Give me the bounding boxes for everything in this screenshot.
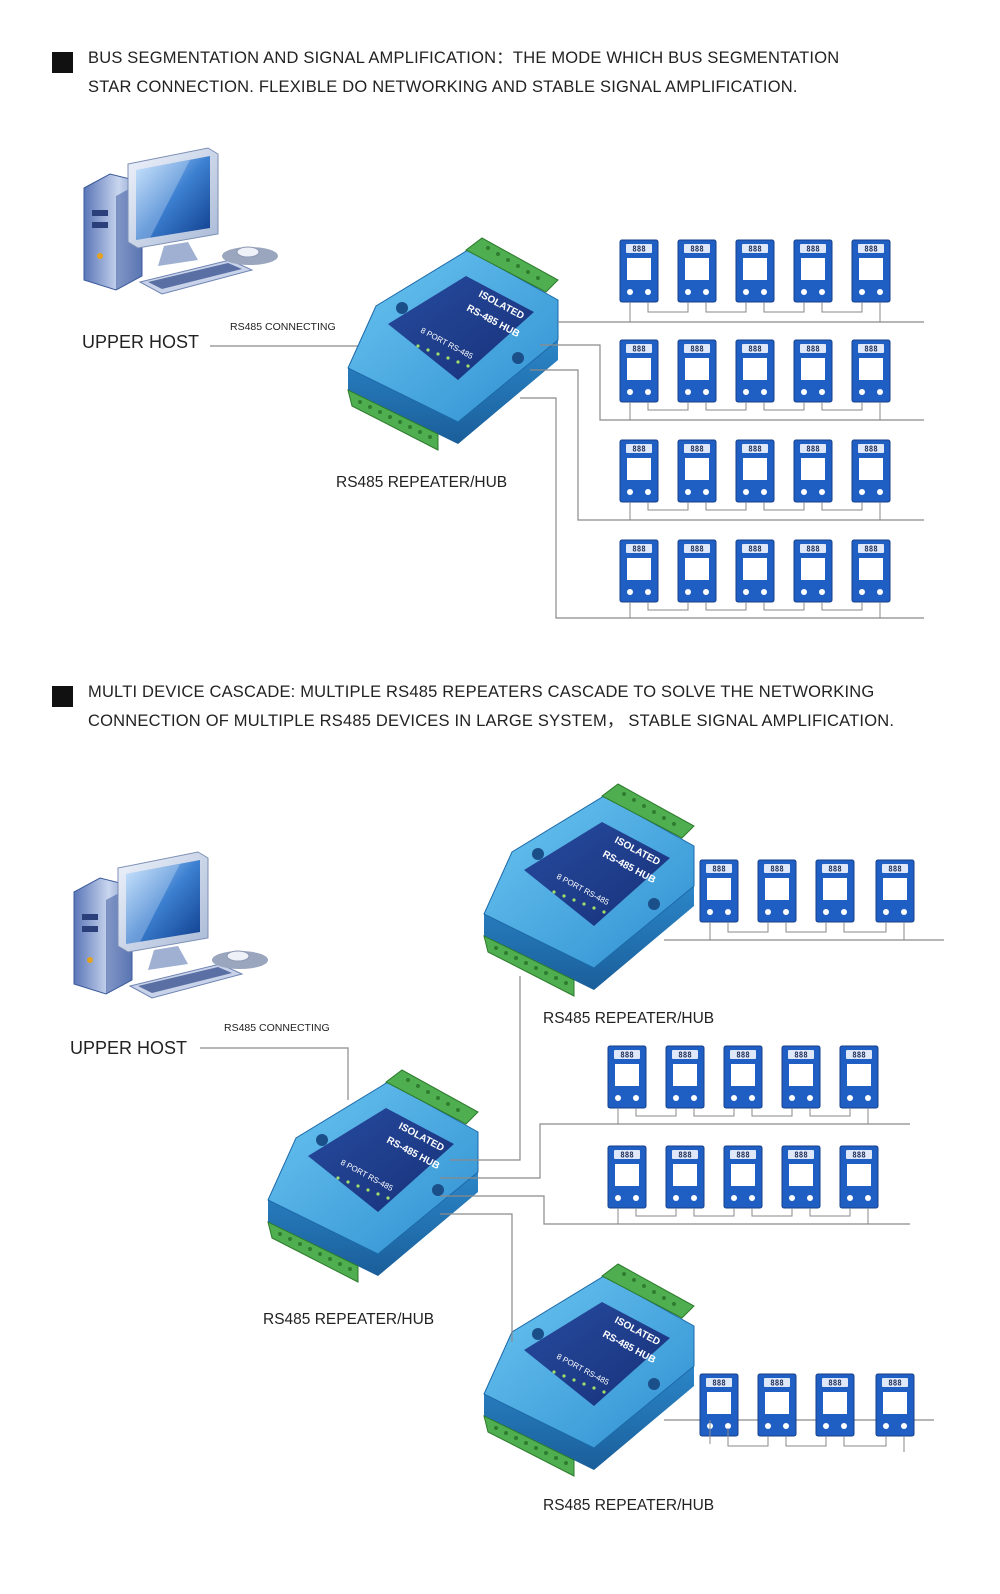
section-2-heading: MULTI DEVICE CASCADE: MULTIPLE RS485 REP… xyxy=(52,678,952,736)
upper-host-label: UPPER HOST xyxy=(82,332,200,352)
host-to-hub-wire xyxy=(200,1047,349,1100)
upper-host-computer-icon xyxy=(73,851,269,999)
section-2-heading-line-1: MULTI DEVICE CASCADE: MULTIPLE RS485 REP… xyxy=(88,683,875,701)
section-2-diagram: ISOLATED RS-485 HUB 8 PORT RS-485 ISOLAT… xyxy=(73,783,944,1477)
section-1-diagram: ISOLATED RS-485 HUB 8 PORT RS-485 xyxy=(83,147,924,619)
rs485-hub-device: ISOLATED RS-485 HUB 8 PORT RS-485 xyxy=(347,237,559,451)
bullet-square-icon xyxy=(52,686,73,707)
meter-row-middle-2 xyxy=(607,1145,879,1209)
rs485-hub-bottom-label: RS485 REPEATER/HUB xyxy=(543,1497,715,1514)
upper-host-label: UPPER HOST xyxy=(70,1038,188,1058)
upper-host-computer-icon xyxy=(83,147,279,295)
section-1-heading-line-2: STAR CONNECTION. FLEXIBLE DO NETWORKING … xyxy=(88,78,798,96)
meter-row-1 xyxy=(619,239,891,303)
meter-leads xyxy=(617,922,905,1452)
meter-row-top-hub xyxy=(699,859,915,923)
rs485-hub-top-device: ISOLATED RS-485 HUB 8 PORT RS-485 xyxy=(483,783,695,997)
rs485-hub-bottom-device: ISOLATED RS-485 HUB 8 PORT RS-485 xyxy=(483,1263,695,1477)
meter-row-2 xyxy=(619,339,891,403)
meter-row-bottom-hub xyxy=(699,1373,915,1437)
meter-row-middle-1 xyxy=(607,1045,879,1109)
section-1-heading-line-1: BUS SEGMENTATION AND SIGNAL AMPLIFICATIO… xyxy=(88,49,840,67)
rs485-hub-top-label: RS485 REPEATER/HUB xyxy=(543,1010,715,1027)
rs485-hub-label: RS485 REPEATER/HUB xyxy=(336,474,508,491)
section-1-heading: BUS SEGMENTATION AND SIGNAL AMPLIFICATIO… xyxy=(52,44,952,102)
meter-leads xyxy=(629,302,881,618)
rs485-connecting-label: RS485 CONNECTING xyxy=(224,1022,330,1034)
bullet-square-icon xyxy=(52,52,73,73)
section-2-heading-line-2: CONNECTION OF MULTIPLE RS485 DEVICES IN … xyxy=(88,712,895,730)
rs485-connecting-label: RS485 CONNECTING xyxy=(230,321,336,333)
rs485-hub-main-label: RS485 REPEATER/HUB xyxy=(263,1311,435,1328)
meter-row-3 xyxy=(619,439,891,503)
meter-row-4 xyxy=(619,539,891,603)
rs485-hub-main-device: ISOLATED RS-485 HUB 8 PORT RS-485 xyxy=(267,1069,479,1283)
bus-wires xyxy=(520,321,924,619)
